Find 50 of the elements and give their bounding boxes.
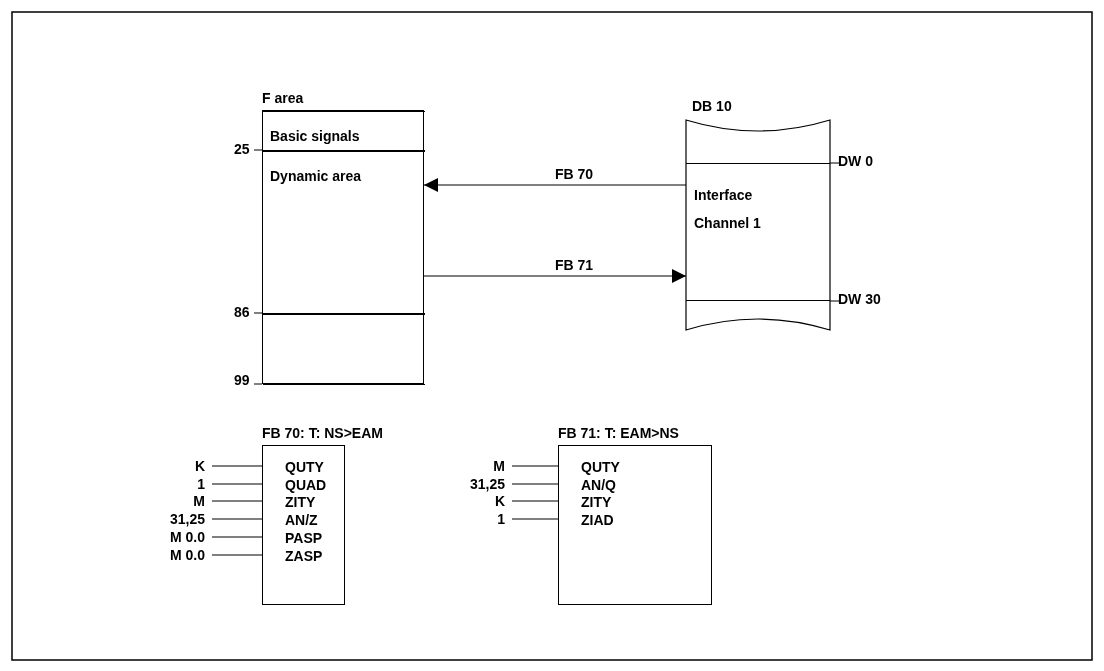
pin-name: QUAD xyxy=(285,476,327,494)
parameter-value: 31,25 xyxy=(460,475,512,493)
pin-line xyxy=(211,483,263,485)
pin-line xyxy=(511,465,559,467)
parameter-value: 1 xyxy=(460,510,512,528)
pin-name: ZIAD xyxy=(581,511,614,529)
pin-line xyxy=(211,536,263,538)
data-word-label: DW 0 xyxy=(838,153,873,169)
edge-label: FB 70 xyxy=(553,166,596,182)
data-word-label: DW 30 xyxy=(838,291,881,307)
pin-line xyxy=(211,518,263,520)
pin-name: PASP xyxy=(285,529,323,547)
pin-name: AN/Q xyxy=(581,476,616,494)
parameter-value: 31,25 xyxy=(150,510,212,528)
section-label: Interface Channel 1 xyxy=(694,186,762,233)
parameter-value: K xyxy=(150,457,212,475)
address-number: 25 xyxy=(234,141,250,157)
pin-name: ZASP xyxy=(285,547,323,565)
pin-name: QUTY xyxy=(581,458,620,476)
pin-line xyxy=(511,518,559,520)
section-label: Basic signals xyxy=(270,127,361,146)
arrow xyxy=(423,269,687,283)
block-heading: DB 10 xyxy=(692,98,732,114)
parameter-value: M 0.0 xyxy=(150,546,212,564)
pin-name: ZITY xyxy=(285,493,316,511)
memory-section xyxy=(686,163,830,301)
memory-section xyxy=(263,151,425,314)
block-heading: F area xyxy=(262,90,304,106)
pin-line xyxy=(211,465,263,467)
edge-label: FB 71 xyxy=(553,257,596,273)
pin-name: QUTY xyxy=(285,458,324,476)
pin-line xyxy=(211,554,263,556)
pin-line xyxy=(211,500,263,502)
pin-line xyxy=(511,500,559,502)
pin-line xyxy=(511,483,559,485)
memory-section xyxy=(263,111,425,151)
address-number: 99 xyxy=(234,372,250,388)
memory-section xyxy=(263,314,425,385)
arrow xyxy=(423,178,687,192)
pin-name: AN/Z xyxy=(285,511,318,529)
parameter-value: M 0.0 xyxy=(150,528,212,546)
parameter-value: M xyxy=(150,492,212,510)
parameter-value: 1 xyxy=(150,475,212,493)
parameter-value: M xyxy=(460,457,512,475)
block-heading: FB 71: T: EAM>NS xyxy=(558,425,679,441)
pin-name: ZITY xyxy=(581,493,612,511)
parameter-value: K xyxy=(460,492,512,510)
block-heading: FB 70: T: NS>EAM xyxy=(262,425,383,441)
address-number: 86 xyxy=(234,304,250,320)
section-label: Dynamic area xyxy=(270,167,363,186)
